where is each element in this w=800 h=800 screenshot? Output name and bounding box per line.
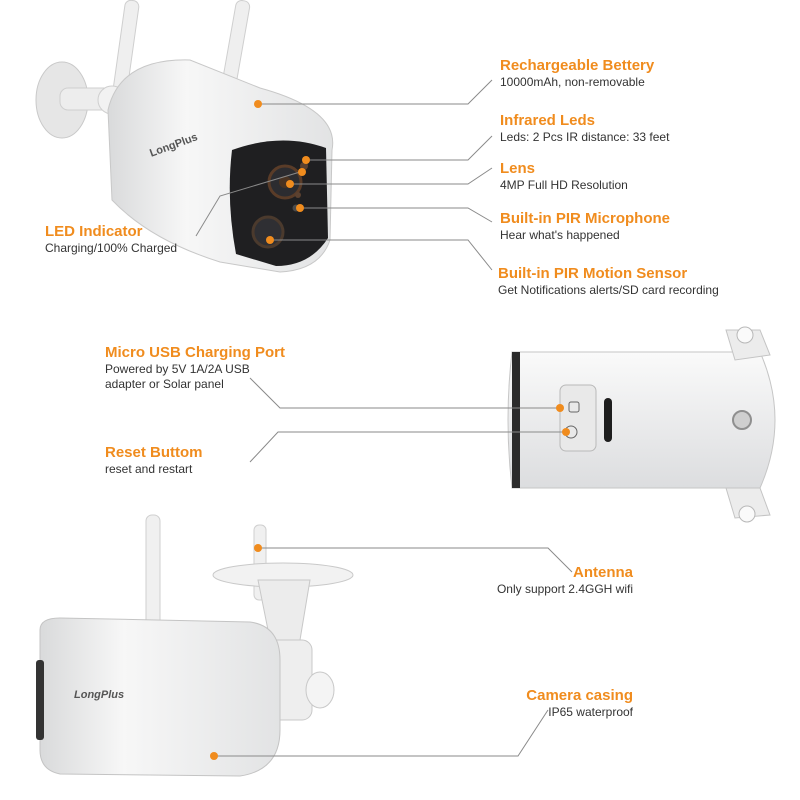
callout-title: Antenna [573, 564, 633, 581]
callout-description: Hear what's happened [500, 228, 620, 242]
callout-title: Built-in PIR Microphone [500, 210, 670, 227]
callout-lens: Lens 4MP Full HD Resolution [500, 160, 628, 193]
callout-title: Lens [500, 160, 536, 177]
callout-description: Only support 2.4GGH wifi [496, 582, 633, 596]
callout-title: LED Indicator [45, 223, 143, 240]
callout-line-casing [214, 709, 549, 757]
callout-title: Built-in PIR Motion Sensor [498, 265, 688, 282]
callout-title: Infrared Leds [500, 112, 596, 129]
side-view-camera: LongPlus [36, 514, 354, 777]
callout-line-led [195, 171, 301, 237]
callout-title: Micro USB Charging Port [105, 344, 286, 361]
callout-antenna: Antenna Only support 2.4GGH wifi [497, 564, 633, 597]
callout-description-line1: Powered by 5V 1A/2A USB [105, 362, 250, 376]
callout-description: reset and restart [105, 462, 193, 476]
callout-lines [195, 79, 573, 757]
callout-title: Rechargeable Bettery [500, 57, 655, 74]
callout-dots [210, 100, 570, 760]
callout-line-usb [249, 377, 560, 409]
callout-line-battery [258, 79, 493, 105]
callout-description: IP65 waterproof [548, 705, 633, 719]
callout-line-microphone [300, 207, 493, 223]
callout-pir-motion-sensor: Built-in PIR Motion Sensor Get Notificat… [498, 265, 719, 298]
callout-infrared-leds: Infrared Leds Leds: 2 Pcs IR distance: 3… [500, 112, 669, 145]
front-camera-face [229, 140, 328, 266]
front-camera: LongPlus [35, 0, 334, 273]
bottom-view-camera [507, 326, 776, 523]
callout-rechargeable-battery: Rechargeable Bettery 10000mAh, non-remov… [500, 57, 654, 90]
callout-micro-usb-port: Micro USB Charging Port Powered by 5V 1A… [105, 344, 285, 392]
callout-description: 10000mAh, non-removable [500, 75, 645, 89]
callout-line-lens [290, 167, 493, 185]
usb-port-icon [568, 401, 580, 413]
callout-description: Get Notifications alerts/SD card recordi… [498, 283, 719, 297]
callout-camera-casing: Camera casing IP65 waterproof [526, 687, 633, 720]
callout-line-motion [270, 239, 493, 271]
callout-reset-button: Reset Buttom reset and restart [105, 444, 203, 477]
callout-line-reset [249, 431, 566, 463]
side-camera-logo: LongPlus [74, 689, 124, 701]
callout-title: Camera casing [526, 687, 633, 704]
sd-card-slot [604, 398, 612, 442]
callout-description-line2: adapter or Solar panel [105, 377, 224, 391]
mount-screw-hole [732, 410, 752, 430]
callout-led-indicator: LED Indicator Charging/100% Charged [45, 223, 177, 256]
callout-title: Reset Buttom [105, 444, 203, 461]
callout-pir-microphone: Built-in PIR Microphone Hear what's happ… [500, 210, 670, 243]
callout-description: Leds: 2 Pcs IR distance: 33 feet [500, 130, 670, 144]
callout-description: Charging/100% Charged [45, 241, 178, 255]
port-panel [559, 384, 597, 452]
callout-line-infrared [306, 135, 493, 161]
callout-line-antenna [258, 547, 573, 573]
callout-description: 4MP Full HD Resolution [500, 178, 628, 192]
side-camera-body [39, 617, 281, 777]
